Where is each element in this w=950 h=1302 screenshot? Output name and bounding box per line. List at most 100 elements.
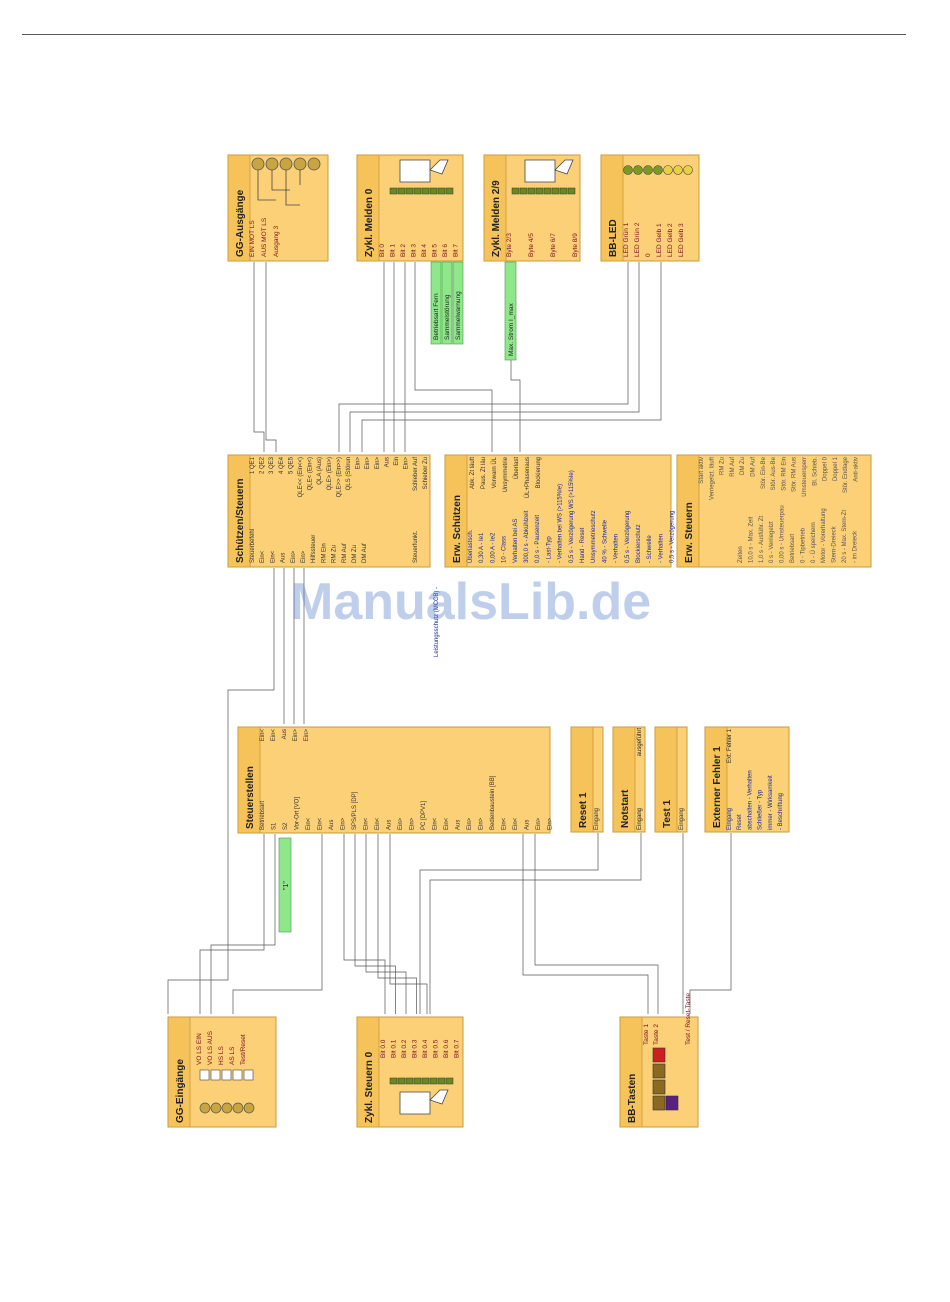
input-lamp-icon	[210, 1102, 222, 1114]
pin-label: Aus	[282, 729, 288, 739]
test1-title: Test 1	[662, 799, 673, 828]
green-label-text: Betriebsart Fern	[433, 293, 440, 340]
pin-label: QLE<< (Ein<<)	[298, 457, 304, 497]
pin-label: Ein<	[260, 729, 266, 742]
pin-label: Ein<	[433, 817, 439, 830]
pin-label: Aus	[281, 553, 287, 563]
pin-label: Schieber Auf	[413, 457, 419, 491]
input-contact-icon	[243, 1069, 254, 1081]
pin-label: - Schwelle	[647, 535, 653, 563]
pin-label: 0 s - Verriegelzt	[769, 521, 775, 563]
bb-tasten-title: BB-Tasten	[627, 1074, 638, 1123]
relay-contact-icon	[257, 170, 301, 206]
pin-label: Verhalten bei AS	[513, 519, 519, 563]
pin-label: RM Zu	[720, 457, 726, 475]
pin-label: Ein>	[375, 457, 381, 470]
pin-label: AS LS	[229, 1046, 236, 1065]
pin-label: Überlast	[513, 457, 520, 480]
pin-label: Betriebsart	[260, 801, 266, 830]
pin-label: Stern-Dreieck	[832, 525, 838, 563]
pin-label: 10,0 s - Max. Zeit	[748, 516, 754, 563]
pin-label: Bit 0	[379, 244, 386, 257]
pin-label: - Last-Typ	[546, 536, 552, 563]
pin-label: Unsymmetrie	[503, 456, 509, 492]
pin-label: Ein>	[467, 817, 473, 830]
pin-label: Bit 0.3	[412, 1039, 419, 1058]
pin-label: 20 s - Max. Stern-Zt	[842, 510, 848, 563]
schuetzen-header	[227, 454, 251, 568]
pin-label: Hand - Reset	[580, 527, 586, 563]
pin-label: Ein>	[356, 457, 362, 470]
bit-led-icon	[405, 187, 414, 195]
input-contact-icon	[221, 1069, 232, 1081]
wire	[389, 834, 428, 1014]
pin-label: Ext. Fehler 1	[727, 728, 733, 763]
pin-label: Schieber Zu	[423, 457, 429, 489]
byte-led-icon	[543, 187, 552, 195]
pin-label: HS LS	[218, 1046, 225, 1065]
pin-label: Schließer - Typ	[758, 789, 764, 830]
erw-steuern-title: Erw. Steuern	[684, 502, 695, 563]
pin-label: Bl. Schieb.	[812, 457, 818, 486]
input-contact-icon	[232, 1069, 243, 1081]
pin-label: RM Zu	[332, 545, 338, 563]
pin-label: Ein<	[444, 817, 450, 830]
wire	[354, 834, 396, 1014]
byte-led-icon	[535, 187, 544, 195]
pin-label: Blockierschutz	[636, 524, 642, 563]
pin-label: Ein<	[260, 550, 266, 563]
pin-label: - Beschriftung	[778, 793, 784, 830]
reset1-title: Reset 1	[578, 792, 589, 828]
pin-label: 1 QE1	[250, 456, 256, 474]
wire	[167, 568, 275, 1014]
wire	[365, 834, 407, 1014]
pin-label: Ein<	[271, 729, 277, 742]
gg-eingaenge-title: GG-Eingänge	[175, 1059, 186, 1123]
pin-label: Ein>	[479, 817, 485, 830]
led-icon	[673, 165, 683, 175]
wire	[265, 262, 277, 452]
pin-label: 10 - Class	[502, 536, 508, 563]
pin-label: RM Auf	[730, 457, 736, 477]
pin-label: Steuerfunkt.	[413, 530, 419, 563]
input-contact-icon	[210, 1069, 221, 1081]
pin-label: AUS MOT LS	[261, 217, 268, 257]
pin-label: LED Grün 2	[634, 222, 641, 257]
pin-label: Ein>	[536, 817, 542, 830]
pin-label: Blockierung	[536, 457, 542, 488]
pin-label: Stör. Endlage	[843, 456, 849, 493]
pin-label: 0	[645, 253, 652, 257]
pin-label: S1	[272, 822, 278, 830]
pin-label: Ausgang 3	[273, 226, 280, 257]
pin-label: Bit 1	[390, 244, 397, 257]
wire	[210, 834, 276, 1014]
bit-led-icon	[413, 1077, 422, 1085]
pin-label: ausgeführt	[637, 728, 643, 757]
pin-label: Bit 6	[442, 244, 449, 257]
pin-label: 0,5 s - Verzögerung	[625, 511, 631, 563]
bit-led-icon	[405, 1077, 414, 1085]
pin-label: ÜL+Phasenaus	[524, 457, 531, 498]
pin-label: SPS/PLS [DP]	[352, 791, 358, 830]
pin-label: Ein>	[293, 729, 299, 742]
pin-label: 3 QE3	[269, 456, 275, 474]
bit-led-icon	[445, 1077, 454, 1085]
pin-label: Bit 0.6	[443, 1039, 450, 1058]
pin-label: Ein>	[548, 817, 554, 830]
pin-label: Doppel 1	[833, 456, 839, 481]
pin-label: VO LS EIN	[196, 1033, 203, 1065]
input-lamp-icon	[221, 1102, 233, 1114]
wire	[338, 262, 629, 452]
zykl-melden29-title: Zykl. Melden 2/9	[491, 180, 502, 257]
wire	[232, 834, 323, 1014]
pin-label: EIN MOT LS	[249, 220, 256, 257]
pin-label: Bit 0.1	[391, 1039, 398, 1058]
message-icon	[524, 159, 574, 183]
byte-led-icon	[559, 187, 568, 195]
wire	[377, 834, 417, 1014]
pin-label: Ein>	[304, 729, 310, 742]
input-lamp-icon	[243, 1102, 255, 1114]
wire-layer	[167, 262, 732, 1014]
relay-lamp-icon	[279, 157, 293, 171]
